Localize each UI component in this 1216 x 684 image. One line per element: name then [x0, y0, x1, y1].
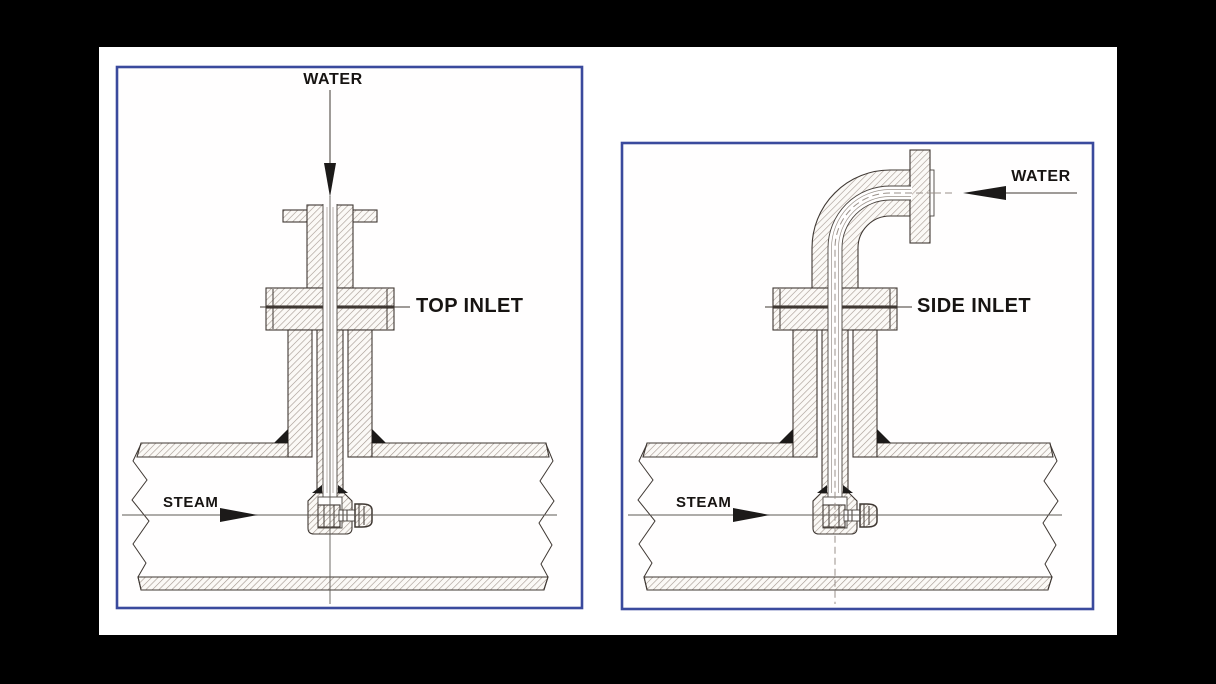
weld-bead: [843, 485, 853, 493]
weld-bead: [779, 429, 793, 443]
nozzle-plug: [317, 504, 341, 528]
steam-pipe-top-wall-left: [136, 442, 289, 458]
outer-pipe-wall-left: [287, 329, 313, 458]
weld-bead: [817, 485, 827, 493]
bore-edge-line: [841, 199, 911, 497]
water-label: WATER: [303, 71, 363, 88]
panel-title: TOP INLET: [416, 295, 523, 317]
weld-bead: [312, 485, 322, 493]
weld-bead: [372, 429, 386, 443]
steam-pipe-bottom-wall: [137, 576, 549, 591]
weld-bead: [877, 429, 891, 443]
steam-pipe-top-wall-right: [371, 442, 550, 458]
inlet-flange: [909, 149, 931, 244]
down-arrow-icon: [324, 163, 336, 197]
steam-pipe-top-wall-left: [642, 442, 794, 458]
pipe-break-line-right: [1042, 443, 1059, 590]
weld-bead: [274, 429, 288, 443]
left-arrow-icon: [963, 186, 1006, 200]
tube-wall-line: [831, 189, 911, 493]
nozzle-plug: [822, 504, 846, 528]
panel-title: SIDE INLET: [917, 295, 1031, 317]
outer-pipe-wall-right: [347, 329, 373, 458]
steam-label: STEAM: [676, 494, 732, 511]
steam-pipe-bottom-wall: [643, 576, 1053, 591]
top-inlet-panel: WATER STEAM TOP INLET: [115, 65, 584, 610]
weld-bead: [338, 485, 348, 493]
outer-pipe-wall-right: [852, 329, 878, 458]
nozzle-centerline: [834, 192, 934, 604]
water-label: WATER: [1011, 168, 1071, 185]
outer-pipe-wall-left: [792, 329, 818, 458]
pipe-break-line-left: [637, 443, 656, 590]
right-arrow-icon: [220, 508, 258, 522]
tube-wall-line: [838, 196, 911, 493]
right-arrow-icon: [733, 508, 770, 522]
pipe-break-line-left: [131, 443, 150, 590]
steam-pipe-top-wall-right: [876, 442, 1054, 458]
bore-edge-line: [827, 185, 911, 497]
steam-label: STEAM: [163, 494, 219, 511]
side-inlet-panel: WATER STEAM SIDE INLET: [620, 141, 1095, 611]
pipe-break-line-right: [538, 443, 555, 590]
